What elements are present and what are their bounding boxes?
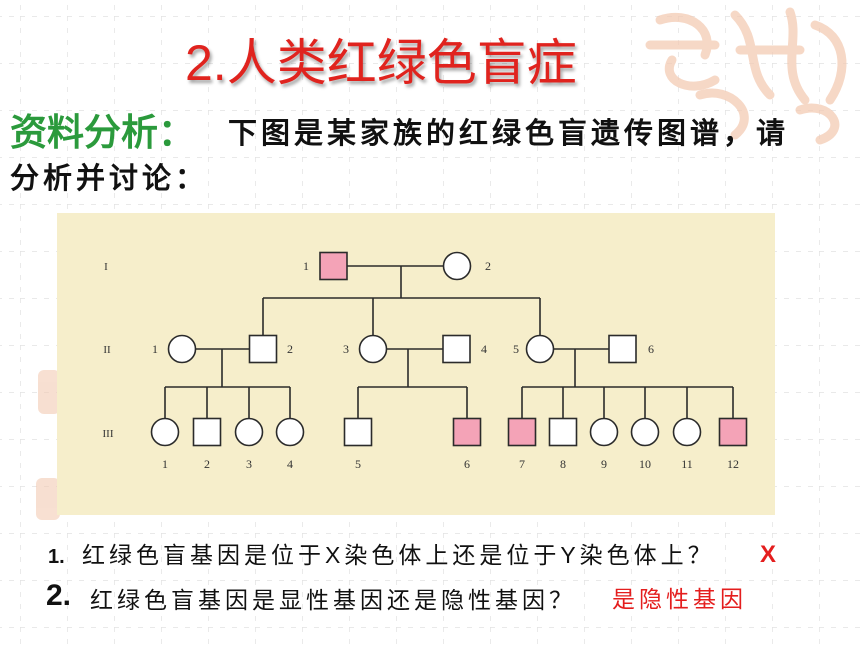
individual-label: 4 — [481, 342, 487, 356]
individual-label: 11 — [681, 457, 693, 471]
female-symbol — [150, 417, 180, 447]
individual-III-1: 1 — [150, 417, 180, 471]
female-symbol — [525, 334, 555, 364]
generation-label: II — [103, 344, 111, 356]
intro-label: 资料分析： — [10, 112, 195, 153]
male-symbol — [343, 417, 373, 447]
pedigree-diagram: I II III 1 2 1 2 3 — [57, 213, 775, 515]
individual-label: 6 — [464, 457, 470, 471]
intro-text-line-1: 下图是某家族的红绿色盲遗传图谱，请 — [228, 118, 790, 150]
question-number: 2. — [46, 579, 72, 612]
question-text: 红绿色盲基因是显性基因还是隐性基因？ — [90, 587, 576, 613]
pedigree-lines — [164, 265, 734, 419]
individual-label: 2 — [204, 457, 210, 471]
female-symbol — [358, 334, 388, 364]
individual-label: 4 — [287, 457, 293, 471]
generation-label: III — [103, 428, 114, 440]
individual-II-4: 4 — [442, 334, 487, 364]
male-symbol — [452, 417, 482, 447]
question-number: 1. — [48, 546, 65, 568]
individual-label: 3 — [343, 342, 349, 356]
individual-label: 12 — [727, 457, 739, 471]
individual-III-4: 4 — [275, 417, 305, 471]
individual-label: 9 — [601, 457, 607, 471]
male-symbol — [608, 334, 637, 364]
female-symbol — [672, 417, 702, 447]
individual-II-2: 2 — [248, 334, 293, 364]
individual-label: 3 — [246, 457, 252, 471]
page-title: 2.人类红绿色盲症 — [185, 35, 577, 91]
individual-III-11: 11 — [672, 417, 702, 471]
descent-line — [521, 387, 734, 419]
male-symbol — [319, 251, 348, 281]
individual-label: 8 — [560, 457, 566, 471]
descent-line — [357, 387, 468, 419]
individual-II-5: 5 — [513, 334, 555, 364]
individual-III-12: 12 — [718, 417, 748, 471]
female-symbol — [589, 417, 619, 447]
individual-III-9: 9 — [589, 417, 619, 471]
individual-II-6: 6 — [608, 334, 654, 364]
descent-line — [262, 298, 541, 336]
question-text: 红绿色盲基因是位于X染色体上还是位于Y染色体上？ — [82, 542, 715, 568]
male-symbol — [548, 417, 578, 447]
individual-label: 6 — [648, 342, 654, 356]
individual-III-3: 3 — [234, 417, 264, 471]
female-symbol — [234, 417, 264, 447]
individual-III-6: 6 — [452, 417, 482, 471]
male-symbol — [507, 417, 537, 447]
intro-text-line-2: 分析并讨论： — [10, 163, 209, 195]
male-symbol — [718, 417, 748, 447]
individual-label: 7 — [519, 457, 525, 471]
individual-label: 5 — [355, 457, 361, 471]
male-symbol — [442, 334, 471, 364]
individual-III-5: 5 — [343, 417, 373, 471]
individual-I-1: 1 — [303, 251, 348, 281]
female-symbol — [442, 251, 472, 281]
individual-label: 2 — [287, 342, 293, 356]
individual-III-8: 8 — [548, 417, 578, 471]
generation-label: I — [104, 261, 108, 273]
male-symbol — [192, 417, 222, 447]
question-answer: X — [760, 541, 777, 568]
individual-II-3: 3 — [343, 334, 388, 364]
individual-label: 10 — [639, 457, 651, 471]
individual-label: 5 — [513, 342, 519, 356]
female-symbol — [167, 334, 197, 364]
question-answer: 是隐性基因 — [612, 586, 747, 612]
female-symbol — [630, 417, 660, 447]
individual-I-2: 2 — [442, 251, 491, 281]
male-symbol — [248, 334, 278, 364]
individual-III-2: 2 — [192, 417, 222, 471]
descent-line — [164, 387, 291, 419]
female-symbol — [275, 417, 305, 447]
individual-label: 2 — [485, 259, 491, 273]
individual-III-7: 7 — [507, 417, 537, 471]
individual-II-1: 1 — [152, 334, 197, 364]
individual-label: 1 — [152, 342, 158, 356]
pedigree-background — [57, 213, 775, 515]
individual-label: 1 — [303, 259, 309, 273]
individual-III-10: 10 — [630, 417, 660, 471]
individual-label: 1 — [162, 457, 168, 471]
